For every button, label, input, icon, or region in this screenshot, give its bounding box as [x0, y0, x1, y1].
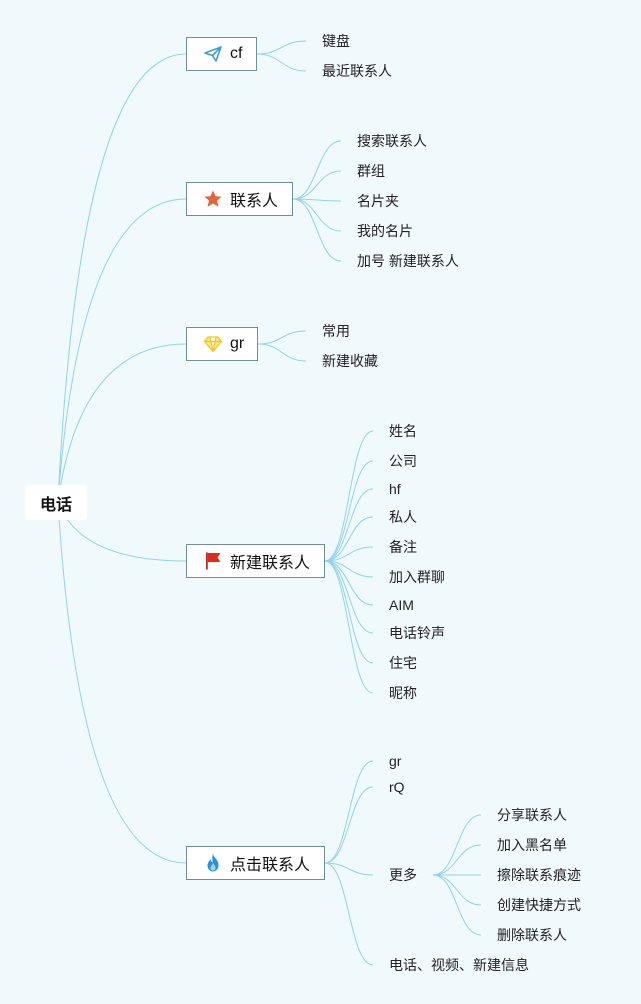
branch-node-cf[interactable]: cf — [186, 37, 257, 71]
sub-leaf-item[interactable]: 加入黑名单 — [497, 837, 567, 853]
branch-connector — [432, 874, 482, 936]
paper-plane-icon — [203, 44, 223, 64]
leaf-item[interactable]: 我的名片 — [357, 223, 413, 239]
root-connector — [57, 198, 187, 503]
leaf-item[interactable]: 最近联系人 — [322, 63, 392, 79]
root-connector — [57, 501, 187, 864]
branch-connector — [324, 430, 374, 562]
diamond-icon — [203, 334, 223, 354]
branch-connector — [324, 488, 374, 562]
sub-leaf-item[interactable]: 分享联系人 — [497, 807, 567, 823]
fire-icon — [203, 853, 223, 873]
sub-leaf-item[interactable]: 创建快捷方式 — [497, 897, 581, 913]
branch-connector — [324, 560, 374, 606]
branch-node-tap-contact[interactable]: 点击联系人 — [186, 846, 325, 880]
flag-icon — [203, 551, 223, 571]
branch-connector — [324, 460, 374, 562]
leaf-item[interactable]: 加入群聊 — [389, 569, 445, 585]
leaf-item[interactable]: 私人 — [389, 509, 417, 525]
leaf-item[interactable]: 键盘 — [322, 33, 350, 49]
branch-connector — [292, 170, 342, 200]
branch-connector — [324, 560, 374, 634]
branch-connector — [324, 786, 374, 864]
leaf-item[interactable]: 昵称 — [389, 685, 417, 701]
leaf-item[interactable]: 备注 — [389, 539, 417, 555]
leaf-item[interactable]: rQ — [389, 779, 405, 795]
branch-label: gr — [230, 335, 245, 352]
leaf-item[interactable]: 群组 — [357, 163, 385, 179]
root-node[interactable]: 电话 — [25, 485, 87, 520]
branch-connector — [324, 760, 374, 864]
branch-label: 联系人 — [230, 193, 279, 210]
leaf-item[interactable]: 加号 新建联系人 — [357, 253, 459, 269]
sub-leaf-item[interactable]: 删除联系人 — [497, 927, 567, 943]
leaf-item[interactable]: 电话、视频、新建信息 — [389, 957, 529, 973]
leaf-item[interactable]: 名片夹 — [357, 193, 399, 209]
branch-connector — [324, 862, 374, 966]
branch-connector — [292, 140, 342, 200]
leaf-item[interactable]: 电话铃声 — [389, 625, 445, 641]
star-icon — [203, 189, 223, 209]
root-connector — [57, 343, 187, 503]
branch-node-contacts[interactable]: 联系人 — [186, 182, 293, 216]
branch-connector — [324, 546, 374, 562]
branch-connector — [257, 343, 307, 362]
branch-label: 新建联系人 — [230, 555, 311, 572]
leaf-item[interactable]: 新建收藏 — [322, 353, 378, 369]
sub-leaf-item[interactable]: 擦除联系痕迹 — [497, 867, 581, 883]
root-connector — [57, 53, 187, 503]
branch-connector — [432, 814, 482, 876]
branch-connector — [256, 40, 307, 55]
leaf-item-more[interactable]: 更多 — [389, 867, 417, 883]
leaf-item[interactable]: 搜索联系人 — [357, 133, 427, 149]
branch-connector — [324, 862, 374, 876]
leaf-item[interactable]: 公司 — [389, 453, 417, 469]
branch-connector — [324, 560, 374, 694]
branch-node-gr[interactable]: gr — [186, 327, 258, 361]
branch-label: 点击联系人 — [230, 857, 311, 874]
root-label: 电话 — [39, 496, 72, 514]
leaf-item[interactable]: 姓名 — [389, 423, 417, 439]
leaf-item[interactable]: 住宅 — [389, 655, 417, 671]
branch-connector — [432, 844, 482, 876]
branch-node-new-contact[interactable]: 新建联系人 — [186, 544, 325, 578]
leaf-item[interactable]: AIM — [389, 597, 414, 613]
branch-connector — [292, 198, 342, 232]
branch-label: cf — [230, 45, 243, 62]
leaf-item[interactable]: hf — [389, 481, 401, 497]
branch-connector — [257, 330, 307, 345]
branch-connector — [432, 874, 482, 906]
leaf-item[interactable]: 常用 — [322, 323, 350, 339]
branch-connector — [292, 198, 342, 202]
leaf-item[interactable]: gr — [389, 753, 402, 769]
branch-connector — [256, 53, 307, 72]
branch-connector — [324, 516, 374, 562]
branch-connector — [292, 198, 342, 262]
